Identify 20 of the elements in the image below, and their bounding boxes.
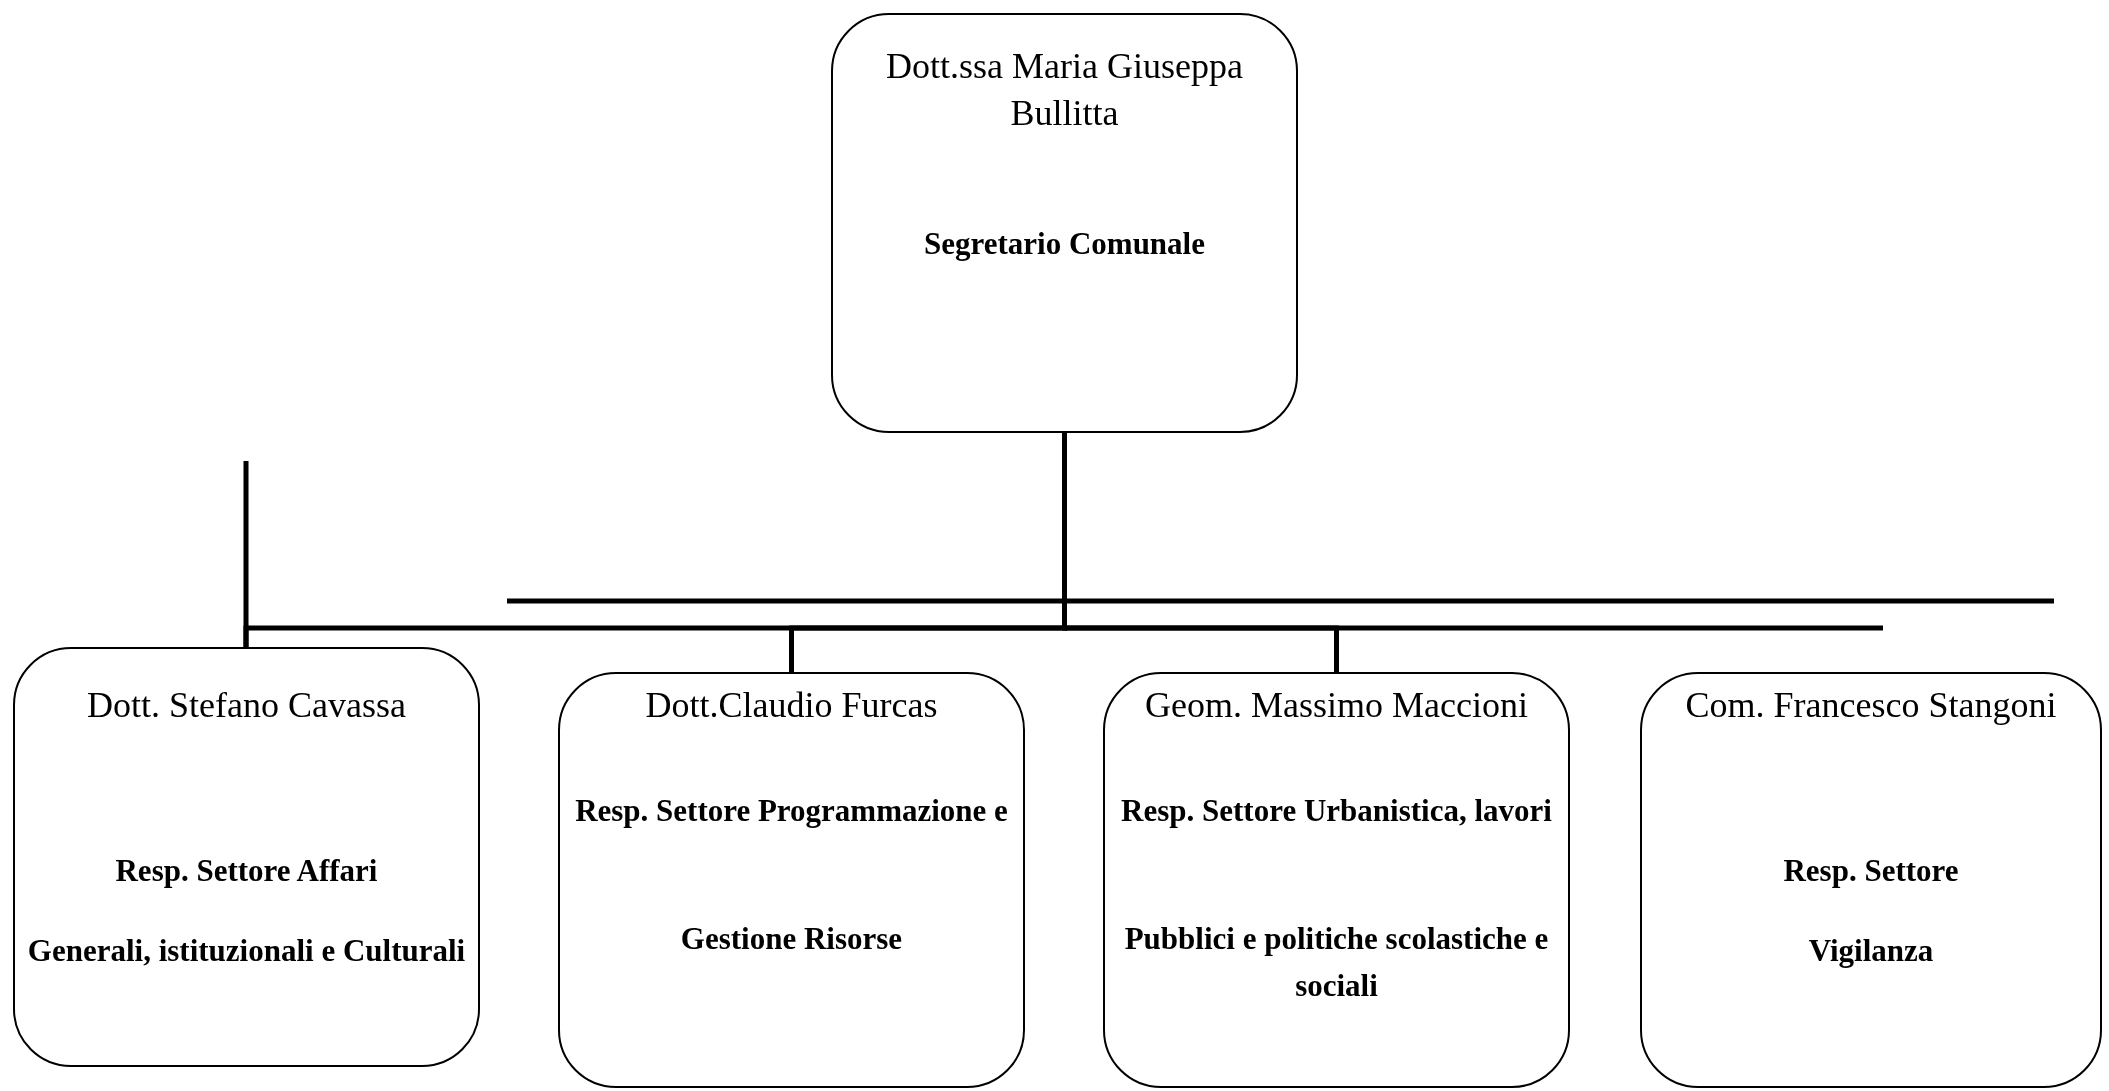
person-name: Dott.Claudio Furcas bbox=[644, 684, 939, 727]
person-box bbox=[831, 13, 1298, 433]
person-name: Dott.ssa Maria Giuseppa Bullitta bbox=[885, 45, 1244, 135]
role-title: Generali, istituzionali e Culturali bbox=[26, 932, 467, 970]
person-box bbox=[13, 647, 480, 1067]
role-title: Resp. Settore bbox=[1782, 852, 1960, 890]
role-title: Pubblici e politiche scolastiche e sociali bbox=[1123, 920, 1550, 1005]
person-name: Dott. Stefano Cavassa bbox=[86, 684, 407, 727]
connector-line bbox=[1062, 433, 1339, 672]
person-name: Geom. Massimo Maccioni bbox=[1144, 684, 1529, 727]
role-title: Vigilanza bbox=[1807, 932, 1935, 970]
person-box bbox=[1103, 672, 1570, 1088]
role-title: Resp. Settore Urbanistica, lavori bbox=[1120, 792, 1553, 830]
person-box bbox=[558, 672, 1025, 1088]
role-title: Segretario Comunale bbox=[923, 225, 1206, 263]
person-box bbox=[1640, 672, 2102, 1088]
role-title: Gestione Risorse bbox=[679, 920, 904, 958]
role-title: Resp. Settore Affari bbox=[114, 852, 379, 890]
person-name: Com. Francesco Stangoni bbox=[1684, 684, 2058, 727]
role-title: Resp. Settore Programmazione e bbox=[574, 792, 1009, 830]
